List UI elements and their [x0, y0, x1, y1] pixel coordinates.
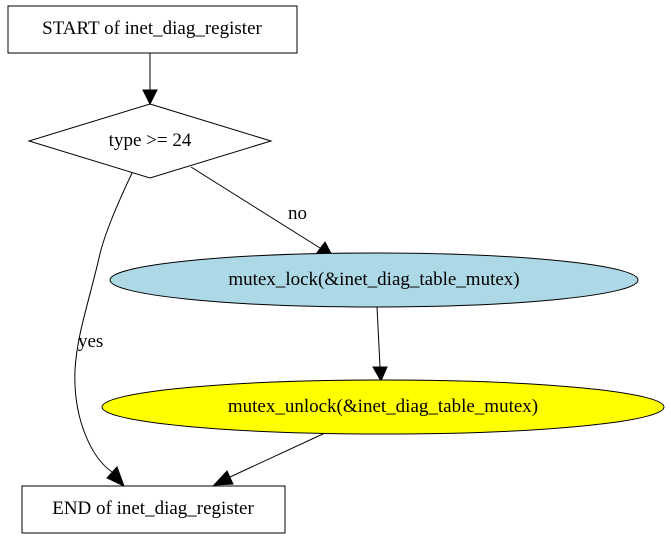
- edge-start-to-decision: [142, 53, 158, 106]
- decision-diamond: [27, 103, 273, 179]
- node-lock: mutex_lock(&inet_diag_table_mutex): [109, 252, 639, 308]
- end-label: END of inet_diag_register: [52, 498, 254, 519]
- start-box: [7, 5, 298, 54]
- end-box: [21, 485, 286, 534]
- edge-decision-to-lock: no: [190, 166, 335, 260]
- unlock-ellipse: [101, 379, 665, 435]
- node-end: END of inet_diag_register: [21, 485, 286, 534]
- edge-label-no: no: [288, 203, 307, 224]
- edge-label-yes: yes: [78, 331, 103, 352]
- node-unlock: mutex_unlock(&inet_diag_table_mutex): [101, 379, 665, 435]
- lock-ellipse: [109, 252, 639, 308]
- decision-label: type >= 24: [109, 130, 192, 151]
- node-decision: type >= 24: [27, 103, 273, 179]
- start-label: START of inet_diag_register: [42, 18, 262, 39]
- edge-lock-to-unlock: [372, 306, 388, 383]
- unlock-label: mutex_unlock(&inet_diag_table_mutex): [228, 396, 538, 417]
- edge-unlock-to-end: [212, 432, 326, 486]
- lock-label: mutex_lock(&inet_diag_table_mutex): [228, 269, 519, 290]
- edge-decision-to-end: yes: [74, 172, 133, 487]
- node-start: START of inet_diag_register: [7, 5, 298, 54]
